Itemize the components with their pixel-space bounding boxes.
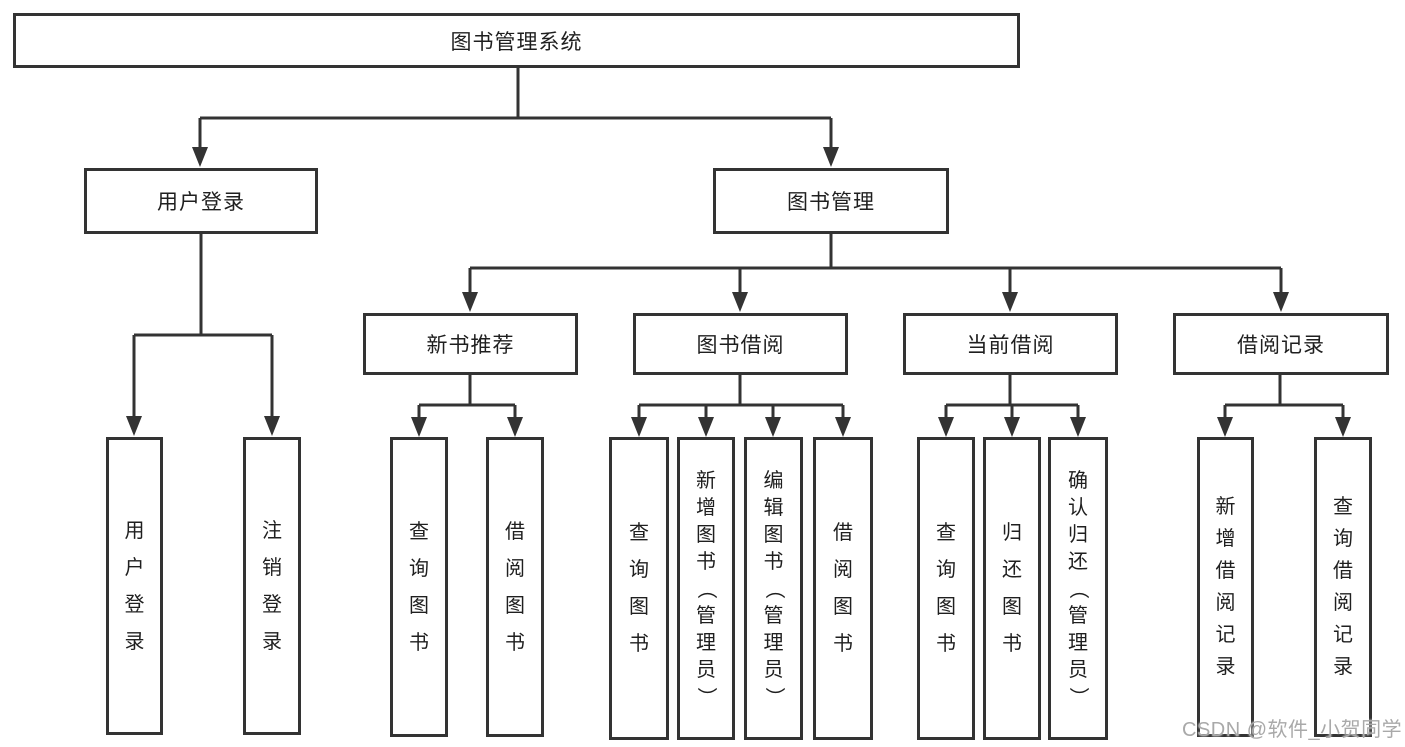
leaf-confirm-return-admin: 确认归还（管理员）	[1048, 437, 1108, 740]
arrow-down-icon	[462, 292, 478, 312]
leaf-label: 借阅图书	[505, 520, 525, 654]
arrow-down-icon	[192, 147, 208, 167]
arrow-down-icon	[938, 417, 954, 437]
leaf-query-borrow-record: 查询借阅记录	[1314, 437, 1372, 737]
arrow-down-icon	[732, 292, 748, 312]
arrow-down-icon	[507, 417, 523, 437]
arrow-down-icon	[835, 417, 851, 437]
leaf-query-books-3: 查询图书	[917, 437, 975, 740]
leaf-return-books: 归还图书	[983, 437, 1041, 740]
leaf-label: 确认归还（管理员）	[1067, 469, 1089, 707]
leaf-label: 编辑图书（管理员）	[762, 469, 785, 707]
node-book-management: 图书管理	[713, 168, 949, 234]
arrow-down-icon	[1004, 417, 1020, 437]
arrow-down-icon	[765, 417, 781, 437]
leaf-add-borrow-record: 新增借阅记录	[1197, 437, 1254, 737]
node-new-book-recommend: 新书推荐	[363, 313, 578, 375]
leaf-user-login: 用户登录	[106, 437, 163, 735]
leaf-add-books-admin: 新增图书（管理员）	[677, 437, 735, 740]
node-root: 图书管理系统	[13, 13, 1020, 68]
arrow-down-icon	[631, 417, 647, 437]
arrow-down-icon	[823, 147, 839, 167]
node-user-login: 用户登录	[84, 168, 318, 234]
node-current-borrow: 当前借阅	[903, 313, 1118, 375]
node-book-borrow: 图书借阅	[633, 313, 848, 375]
leaf-label: 查询借阅记录	[1333, 496, 1353, 678]
csdn-watermark: CSDN @软件_小贺同学	[1182, 719, 1403, 741]
leaf-borrow-books-2: 借阅图书	[813, 437, 873, 740]
leaf-label: 新增借阅记录	[1215, 496, 1236, 678]
arrow-down-icon	[1273, 292, 1289, 312]
leaf-label: 新增图书（管理员）	[695, 469, 717, 707]
arrow-down-icon	[126, 416, 142, 436]
leaf-label: 归还图书	[1002, 522, 1022, 655]
leaf-label: 查询图书	[936, 522, 956, 655]
leaf-logout: 注销登录	[243, 437, 301, 735]
leaf-edit-books-admin: 编辑图书（管理员）	[744, 437, 803, 740]
arrow-down-icon	[264, 416, 280, 436]
leaf-borrow-books-1: 借阅图书	[486, 437, 544, 737]
leaf-query-books-1: 查询图书	[390, 437, 448, 737]
leaf-label: 用户登录	[124, 519, 145, 653]
arrow-down-icon	[1070, 417, 1086, 437]
leaf-query-books-2: 查询图书	[609, 437, 669, 740]
node-borrow-records: 借阅记录	[1173, 313, 1389, 375]
arrow-down-icon	[1002, 292, 1018, 312]
leaf-label: 查询图书	[409, 520, 429, 654]
leaf-label: 查询图书	[629, 522, 649, 655]
arrow-down-icon	[1217, 417, 1233, 437]
leaf-label: 注销登录	[262, 519, 282, 653]
arrow-down-icon	[698, 417, 714, 437]
arrow-down-icon	[411, 417, 427, 437]
arrow-down-icon	[1335, 417, 1351, 437]
leaf-label: 借阅图书	[833, 522, 853, 655]
